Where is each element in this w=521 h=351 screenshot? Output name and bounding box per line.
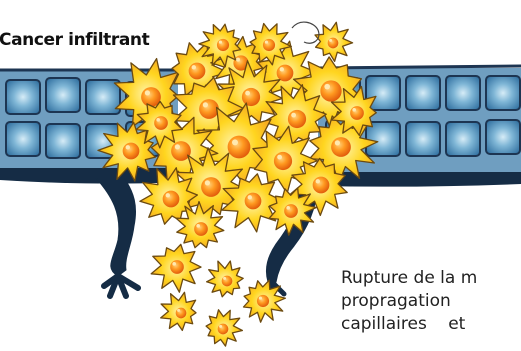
- nucleus-highlight: [177, 309, 180, 312]
- cancer-cell: [315, 22, 353, 61]
- cell-nucleus: [176, 308, 187, 319]
- nucleus-highlight: [145, 90, 150, 95]
- membrane-cell: [406, 76, 440, 110]
- nucleus-highlight: [286, 206, 290, 210]
- caption-line-3: capillaires et: [341, 313, 477, 336]
- caption-line-1: Rupture de la m: [341, 267, 477, 290]
- nucleus-highlight: [219, 40, 222, 43]
- cell-nucleus: [242, 88, 260, 106]
- nucleus-highlight: [352, 108, 356, 112]
- nucleus-highlight: [232, 139, 238, 145]
- cancer-cell: [207, 261, 244, 297]
- nucleus-highlight: [156, 118, 160, 122]
- cell-nucleus: [189, 63, 206, 80]
- cell-nucleus: [217, 39, 229, 51]
- basement-layer-right: [318, 172, 521, 187]
- membrane-cell: [46, 124, 80, 158]
- nucleus-highlight: [248, 195, 252, 199]
- cancer-cell: [151, 244, 201, 292]
- membrane-top-edge-right: [318, 66, 521, 68]
- nucleus-highlight: [196, 224, 200, 228]
- cell-nucleus: [218, 324, 229, 335]
- cell-nucleus: [328, 38, 339, 49]
- nucleus-highlight: [329, 39, 332, 42]
- nucleus-highlight: [203, 102, 208, 107]
- membrane-cell: [6, 122, 40, 156]
- cell-nucleus: [123, 143, 140, 160]
- nucleus-highlight: [126, 145, 130, 149]
- nucleus-highlight: [291, 113, 296, 118]
- caption-text: Rupture de la m propragation capillaires…: [341, 267, 477, 336]
- cell-nucleus: [313, 177, 330, 194]
- cell-nucleus: [320, 80, 341, 101]
- capillary-left-claw: [104, 276, 138, 296]
- nucleus-highlight: [335, 140, 340, 145]
- cancer-cells: [98, 22, 378, 346]
- cell-nucleus: [350, 106, 364, 120]
- nucleus-highlight: [192, 65, 196, 69]
- cell-nucleus: [228, 136, 251, 159]
- membrane-cell: [486, 120, 520, 154]
- illustration-title: Cancer infiltrant: [0, 30, 149, 50]
- membrane-cell: [46, 78, 80, 112]
- nucleus-highlight: [316, 179, 320, 183]
- membrane-cell: [446, 122, 480, 156]
- cancer-cell: [206, 310, 242, 346]
- cell-nucleus: [288, 110, 306, 128]
- nucleus-highlight: [205, 180, 210, 185]
- nucleus-highlight: [280, 67, 284, 71]
- cell-nucleus: [199, 99, 219, 119]
- cell-nucleus: [284, 204, 298, 218]
- cell-nucleus: [245, 193, 262, 210]
- membrane-cell: [6, 80, 40, 114]
- cell-nucleus: [257, 295, 269, 307]
- membrane-cell: [406, 122, 440, 156]
- cell-nucleus: [201, 177, 221, 197]
- nucleus-highlight: [172, 262, 176, 266]
- nucleus-highlight: [175, 144, 180, 149]
- cell-nucleus: [274, 152, 292, 170]
- cell-nucleus: [277, 65, 294, 82]
- cell-nucleus: [263, 39, 275, 51]
- nucleus-highlight: [265, 40, 268, 43]
- nucleus-highlight: [223, 277, 226, 280]
- nucleus-highlight: [245, 91, 250, 96]
- cell-nucleus: [222, 276, 233, 287]
- cell-nucleus: [331, 137, 351, 157]
- cell-outline-sketch: [292, 22, 319, 43]
- nucleus-highlight: [166, 193, 170, 197]
- nucleus-highlight: [219, 325, 222, 328]
- caption-line-2: propragation: [341, 290, 477, 313]
- cell-nucleus: [194, 222, 208, 236]
- capillary-left: [96, 178, 136, 276]
- nucleus-highlight: [277, 155, 282, 160]
- cell-nucleus: [163, 191, 180, 208]
- cancer-cell: [244, 280, 286, 322]
- cell-nucleus: [170, 260, 184, 274]
- nucleus-highlight: [259, 296, 262, 299]
- cell-nucleus: [154, 116, 168, 130]
- basement-layer: [0, 168, 178, 184]
- membrane-cell: [486, 76, 520, 110]
- membrane-cell: [446, 76, 480, 110]
- nucleus-highlight: [236, 58, 240, 62]
- cancer-cell: [161, 292, 196, 330]
- nucleus-highlight: [324, 84, 330, 90]
